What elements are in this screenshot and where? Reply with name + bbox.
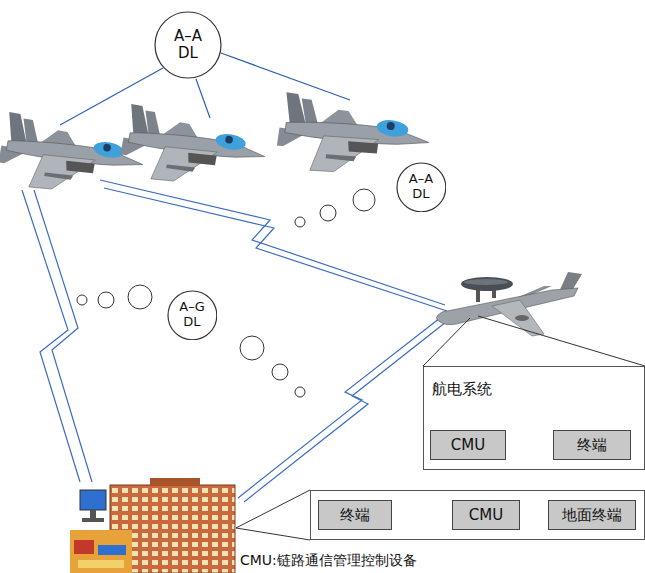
awacs-plane bbox=[515, 315, 529, 321]
radio-link bbox=[22, 190, 80, 482]
radio-link bbox=[34, 190, 92, 482]
thought-bubbles bbox=[240, 336, 264, 360]
ground-station bbox=[70, 530, 132, 573]
datalink-circle: A–A DL bbox=[154, 11, 222, 79]
thought-bubbles bbox=[77, 295, 87, 305]
thought-bubbles bbox=[353, 189, 375, 211]
leader-lines bbox=[221, 53, 350, 100]
radio-link bbox=[104, 188, 447, 311]
fighter-jet bbox=[0, 92, 433, 206]
node-label: A–A DL bbox=[403, 172, 439, 202]
ground-station bbox=[90, 510, 96, 518]
radio-link bbox=[244, 322, 446, 502]
node-label: 终端 bbox=[340, 506, 370, 524]
device-box: 终端 bbox=[318, 500, 392, 530]
footnote: CMU:链路通信管理控制设备 bbox=[240, 552, 417, 569]
device-box: 终端 bbox=[553, 430, 631, 460]
callout-frame: 航电系统 CMU 终端 bbox=[423, 366, 645, 470]
callout-lines bbox=[236, 316, 645, 540]
callout-frame: 终端 CMU 地面终端 bbox=[310, 490, 645, 540]
datalink-circle: A–A DL bbox=[396, 162, 447, 213]
thought-bubbles bbox=[320, 205, 336, 221]
callout-lines bbox=[236, 490, 310, 528]
callout-lines bbox=[478, 316, 645, 366]
ground-station bbox=[70, 478, 235, 573]
node-label: A–G DL bbox=[174, 300, 210, 330]
thought-bubbles bbox=[77, 189, 375, 397]
ground-station bbox=[74, 540, 94, 554]
node-label: 地面终端 bbox=[562, 506, 622, 524]
frame-heading: 航电系统 bbox=[432, 380, 492, 398]
radio-link bbox=[22, 180, 447, 502]
awacs-plane bbox=[464, 279, 508, 285]
node-label: A–A DL bbox=[166, 28, 210, 63]
callout-lines bbox=[423, 318, 470, 366]
thought-bubbles bbox=[128, 285, 152, 309]
thought-bubbles bbox=[98, 292, 114, 308]
device-box: CMU bbox=[430, 430, 506, 460]
fighter-jet bbox=[117, 104, 270, 198]
thought-bubbles bbox=[295, 387, 305, 397]
node-label: 终端 bbox=[577, 436, 607, 454]
thought-bubbles bbox=[295, 217, 305, 227]
circle-outline bbox=[397, 163, 446, 212]
ground-station bbox=[78, 560, 124, 568]
circle-outline bbox=[155, 12, 221, 78]
thought-bubbles bbox=[272, 364, 288, 380]
node-label: CMU bbox=[451, 436, 485, 454]
awacs-plane bbox=[436, 272, 582, 336]
circle-outline bbox=[168, 291, 217, 340]
awacs-plane bbox=[492, 300, 544, 336]
device-box: CMU bbox=[452, 500, 520, 530]
ground-station bbox=[82, 518, 104, 522]
leader-lines bbox=[196, 79, 210, 118]
node-label: CMU bbox=[469, 506, 503, 524]
callout-lines bbox=[236, 528, 310, 540]
datalink-circle: A–G DL bbox=[167, 290, 218, 341]
device-box: 地面终端 bbox=[548, 500, 636, 530]
awacs-plane bbox=[461, 277, 513, 291]
ground-station bbox=[80, 490, 106, 510]
ground-station bbox=[150, 478, 200, 486]
ground-station bbox=[98, 545, 126, 555]
radio-link bbox=[238, 318, 440, 498]
